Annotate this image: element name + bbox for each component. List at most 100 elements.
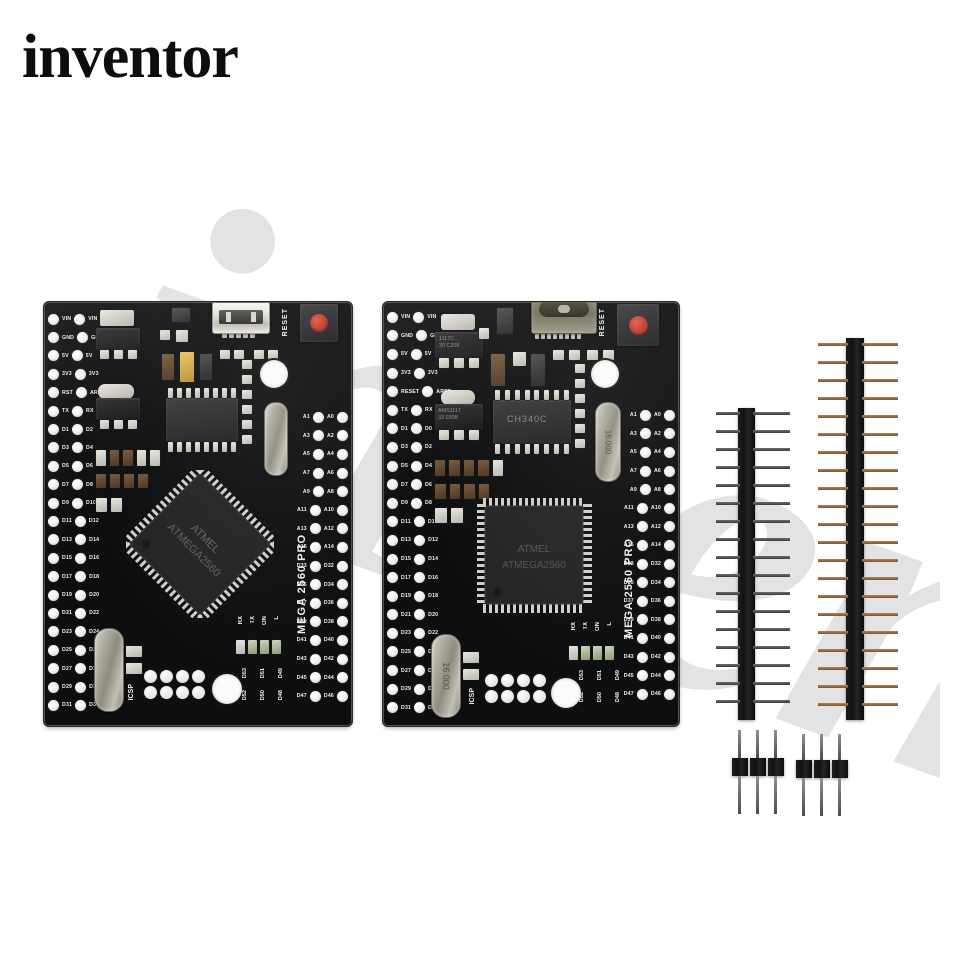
pin-pad[interactable] — [309, 690, 321, 702]
header-pin[interactable] — [862, 613, 898, 616]
header-pin[interactable] — [753, 700, 790, 703]
pin-pad[interactable] — [387, 479, 398, 491]
pin-pad[interactable] — [636, 521, 648, 533]
header-pin[interactable] — [774, 776, 777, 814]
left-pin-column[interactable]: VINVINGNDGND5V5V3V33V3RESETAREFTXRXD1D0D… — [387, 308, 451, 717]
header-pin[interactable] — [802, 734, 805, 760]
header-pin[interactable] — [818, 415, 848, 418]
pin-pad[interactable] — [664, 595, 675, 607]
board-mega2560-pro-microusb[interactable]: VINVINGNDGND5V5V3V33V3RSTAREFTXRXD1D2D3D… — [44, 302, 352, 726]
header-pin[interactable] — [818, 541, 848, 544]
header-pin[interactable] — [716, 520, 740, 523]
header-pin[interactable] — [862, 379, 898, 382]
header-pin[interactable] — [862, 433, 898, 436]
header-pin[interactable] — [818, 505, 848, 508]
header-pin[interactable] — [818, 703, 848, 706]
header-pin[interactable] — [818, 631, 848, 634]
header-pin[interactable] — [756, 776, 759, 814]
pin-pad[interactable] — [664, 670, 675, 682]
pin-pad[interactable] — [337, 448, 348, 460]
header-pin[interactable] — [753, 628, 790, 631]
pin-pad[interactable] — [387, 665, 398, 677]
header-pin[interactable] — [716, 700, 740, 703]
pin-pad[interactable] — [664, 521, 675, 533]
pin-pad[interactable] — [636, 595, 648, 607]
pin-pad[interactable] — [410, 348, 422, 360]
header-pin[interactable] — [818, 343, 848, 346]
header-pin[interactable] — [818, 685, 848, 688]
pin-pad[interactable] — [48, 515, 59, 527]
header-pin[interactable] — [753, 538, 790, 541]
header-pin[interactable] — [862, 361, 898, 364]
header-pin[interactable] — [818, 487, 848, 490]
pin-pad[interactable] — [309, 672, 321, 684]
board-mega2560-pro-usbc[interactable]: VINVINGNDGND5V5V3V33V3RESETAREFTXRXD1D0D… — [383, 302, 679, 726]
pin-pad[interactable] — [309, 541, 321, 553]
reset-button-cap[interactable] — [310, 314, 328, 332]
pin-pad[interactable] — [422, 386, 434, 398]
header-pin[interactable] — [753, 412, 790, 415]
header-pin[interactable] — [862, 685, 898, 688]
pin-pad[interactable] — [337, 653, 348, 665]
pin-pad[interactable] — [639, 465, 651, 477]
pin-pad[interactable] — [411, 423, 423, 435]
pin-pad[interactable] — [75, 663, 87, 675]
reset-button-cap[interactable] — [629, 316, 648, 335]
header-pin[interactable] — [802, 778, 805, 816]
header-pin[interactable] — [818, 379, 848, 382]
pin-pad[interactable] — [75, 644, 87, 656]
pin-pad[interactable] — [414, 627, 426, 639]
pin-pad[interactable] — [387, 460, 398, 472]
pin-pad[interactable] — [337, 560, 348, 572]
header-pin[interactable] — [716, 592, 740, 595]
pin-pad[interactable] — [312, 448, 324, 460]
header-pin[interactable] — [716, 646, 740, 649]
pin-pad[interactable] — [312, 486, 324, 498]
header-pin[interactable] — [818, 361, 848, 364]
pin-pad[interactable] — [387, 311, 398, 323]
pin-pad[interactable] — [414, 609, 426, 621]
pin-pad[interactable] — [387, 367, 398, 379]
pin-pad[interactable] — [387, 516, 398, 528]
header-pin[interactable] — [738, 730, 741, 758]
pin-pad[interactable] — [664, 577, 675, 589]
pin-pad[interactable] — [411, 460, 423, 472]
header-pin[interactable] — [716, 610, 740, 613]
pin-pad[interactable] — [75, 589, 87, 601]
header-pin[interactable] — [753, 520, 790, 523]
pin-pad[interactable] — [48, 681, 59, 693]
pin-pad[interactable] — [48, 479, 59, 491]
header-pin[interactable] — [862, 703, 898, 706]
header-pin[interactable] — [716, 448, 740, 451]
pin-pad[interactable] — [664, 484, 675, 496]
pin-pad[interactable] — [664, 502, 675, 514]
pin-pad[interactable] — [387, 441, 398, 453]
pin-pad[interactable] — [636, 558, 648, 570]
pin-pad[interactable] — [414, 683, 426, 695]
pin-pad[interactable] — [414, 534, 426, 546]
pin-pad[interactable] — [309, 560, 321, 572]
